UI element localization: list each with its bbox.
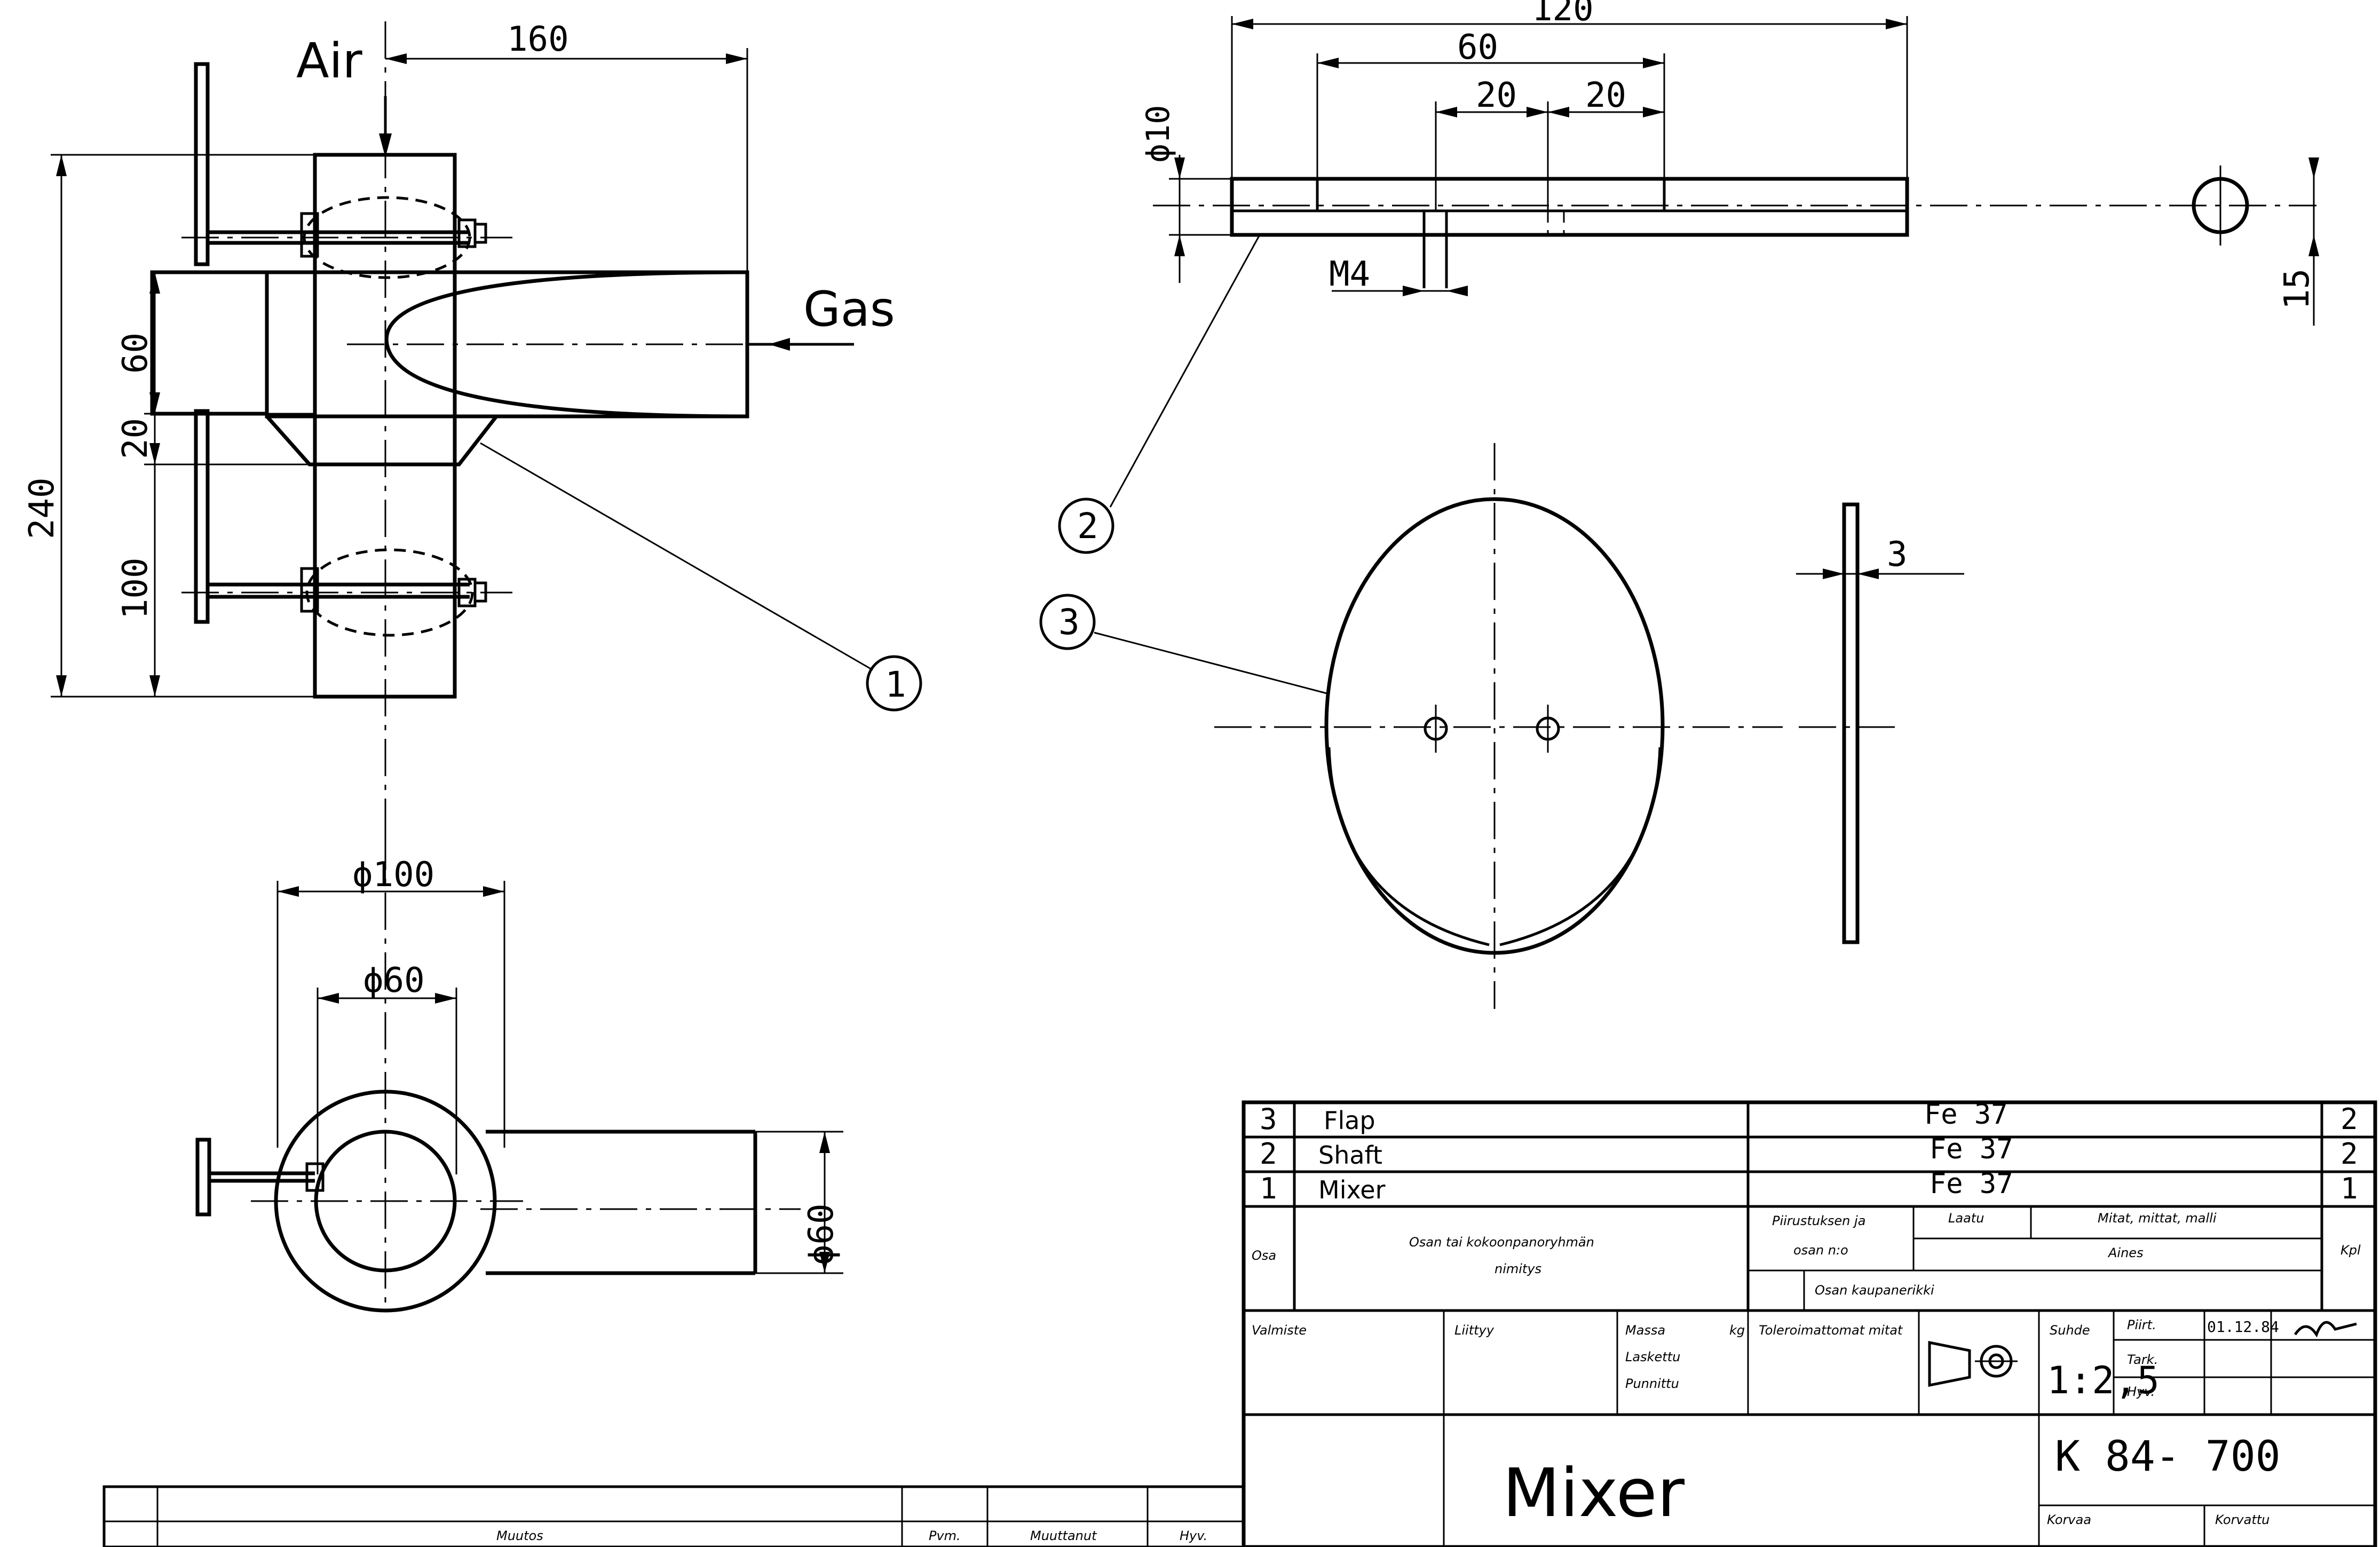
- dim-20-side: 20: [116, 418, 155, 459]
- dim-20-a: 20: [1476, 76, 1517, 115]
- part-1-material: Fe 37: [1930, 1168, 2013, 1200]
- hdr-standard-2: osan n:o: [1793, 1243, 1848, 1258]
- hdr-part-name-2: nimitys: [1495, 1261, 1541, 1276]
- part-2-material: Fe 37: [1930, 1133, 2013, 1165]
- title-block: 3 Flap Fe 37 2 2 Shaft Fe 37 2 1 Mixer F…: [1242, 1099, 2377, 1547]
- hdr-piirt: Piirt.: [2127, 1317, 2156, 1332]
- shaft-detail: 120 60 20 20 ϕ10 M4 15: [1058, 0, 2319, 554]
- part-1-name: Mixer: [1318, 1175, 1386, 1204]
- drawing-number: K 84- 700: [2055, 1433, 2281, 1481]
- hdr-massa: Massa: [1625, 1323, 1665, 1338]
- part-3-name: Flap: [1324, 1106, 1375, 1135]
- dim-phi60-inner: ϕ60: [363, 961, 425, 1000]
- piirt-date: 01.12.84: [2207, 1318, 2279, 1336]
- balloon-3: [1039, 594, 1096, 650]
- hdr-korvaa: Korvaa: [2047, 1512, 2091, 1527]
- flap-side: [1842, 502, 1860, 944]
- hdr-kpl: Kpl: [2341, 1243, 2361, 1258]
- dim-240: 240: [22, 477, 62, 539]
- part-3-qty: 2: [2341, 1102, 2358, 1136]
- dim-3: 3: [1887, 535, 1908, 574]
- part-3-no: 3: [1260, 1102, 1277, 1136]
- hdr-hyv: Hyv.: [2127, 1384, 2155, 1399]
- balloon-1: [866, 655, 922, 712]
- shaft-body: [1230, 177, 1909, 237]
- balloon-2-label: 2: [1077, 506, 1098, 547]
- dim-100-side: 100: [116, 557, 155, 619]
- part-1-qty: 1: [2341, 1172, 2358, 1205]
- front-view: Air Gas 160 240 60 20 100 1: [22, 20, 922, 849]
- rev-hyv: Hyv.: [1180, 1528, 1207, 1543]
- rev-muuttanut: Muuttanut: [1030, 1528, 1097, 1543]
- hdr-kaupanerikki: Osan kaupanerikki: [1815, 1283, 1934, 1298]
- revision-block: Muutos Pvm. Muuttanut Hyv.: [102, 1485, 1245, 1547]
- dim-phi100: ϕ100: [352, 855, 434, 895]
- hdr-laskettu: Laskettu: [1625, 1349, 1680, 1364]
- left-stub: [150, 270, 269, 416]
- part-2-name: Shaft: [1318, 1141, 1382, 1170]
- dim-15: 15: [2278, 269, 2317, 310]
- dim-120: 120: [1532, 0, 1594, 29]
- dim-160: 160: [507, 20, 569, 59]
- dim-phi60-outlet: ϕ60: [802, 1203, 841, 1265]
- hdr-laatu: Laatu: [1948, 1211, 1984, 1226]
- rev-muutos: Muutos: [496, 1528, 543, 1543]
- gas-label: Gas: [803, 281, 895, 337]
- hdr-osa: Osa: [1252, 1248, 1276, 1263]
- top-handle: [195, 1138, 211, 1217]
- part-2-qty: 2: [2341, 1137, 2358, 1171]
- upper-handle-plate: [194, 62, 210, 266]
- cone-transition: [265, 415, 498, 467]
- hdr-standard: Piirustuksen ja: [1772, 1213, 1865, 1228]
- scale-value: 1:2,5: [2047, 1359, 2160, 1402]
- projection-symbol-icon: [1928, 1340, 2018, 1387]
- top-view: ϕ100 ϕ60 ϕ60: [195, 833, 843, 1313]
- balloon-2: [1058, 498, 1114, 554]
- balloon-3-label: 3: [1058, 602, 1080, 643]
- hdr-punnittu: Punnittu: [1625, 1376, 1679, 1391]
- air-label: Air: [296, 33, 362, 89]
- gas-opening: [384, 270, 748, 419]
- part-1-no: 1: [1260, 1172, 1277, 1205]
- dim-m4: M4: [1329, 255, 1370, 294]
- dim-60-side: 60: [116, 333, 155, 374]
- hdr-liittyy: Liittyy: [1454, 1323, 1495, 1338]
- lower-handle-plate: [194, 409, 210, 624]
- hdr-suhde: Suhde: [2050, 1323, 2090, 1338]
- dim-20-b: 20: [1585, 76, 1626, 115]
- hdr-tark: Tark.: [2127, 1352, 2158, 1367]
- signature-mark: [2294, 1321, 2357, 1338]
- rev-pvm: Pvm.: [929, 1528, 961, 1543]
- dim-phi10: ϕ10: [1140, 105, 1177, 163]
- drawing-title: Mixer: [1503, 1455, 1685, 1532]
- hdr-mitat: Mitat, mittat, malli: [2098, 1211, 2217, 1226]
- part-3-material: Fe 37: [1924, 1099, 2008, 1131]
- balloon-1-label: 1: [885, 664, 906, 705]
- hdr-part-name: Osan tai kokoonpanoryhmän: [1409, 1235, 1594, 1250]
- flap-detail: 3 3: [1039, 443, 1964, 1009]
- hdr-valmiste: Valmiste: [1252, 1323, 1307, 1338]
- hdr-kg: kg: [1729, 1323, 1745, 1338]
- dim-60-top: 60: [1457, 28, 1498, 67]
- hdr-aines: Aines: [2107, 1245, 2144, 1260]
- hdr-korvattu: Korvattu: [2215, 1512, 2270, 1527]
- hdr-toleranssi: Toleroimattomat mitat: [1759, 1323, 1903, 1338]
- part-2-no: 2: [1260, 1137, 1277, 1171]
